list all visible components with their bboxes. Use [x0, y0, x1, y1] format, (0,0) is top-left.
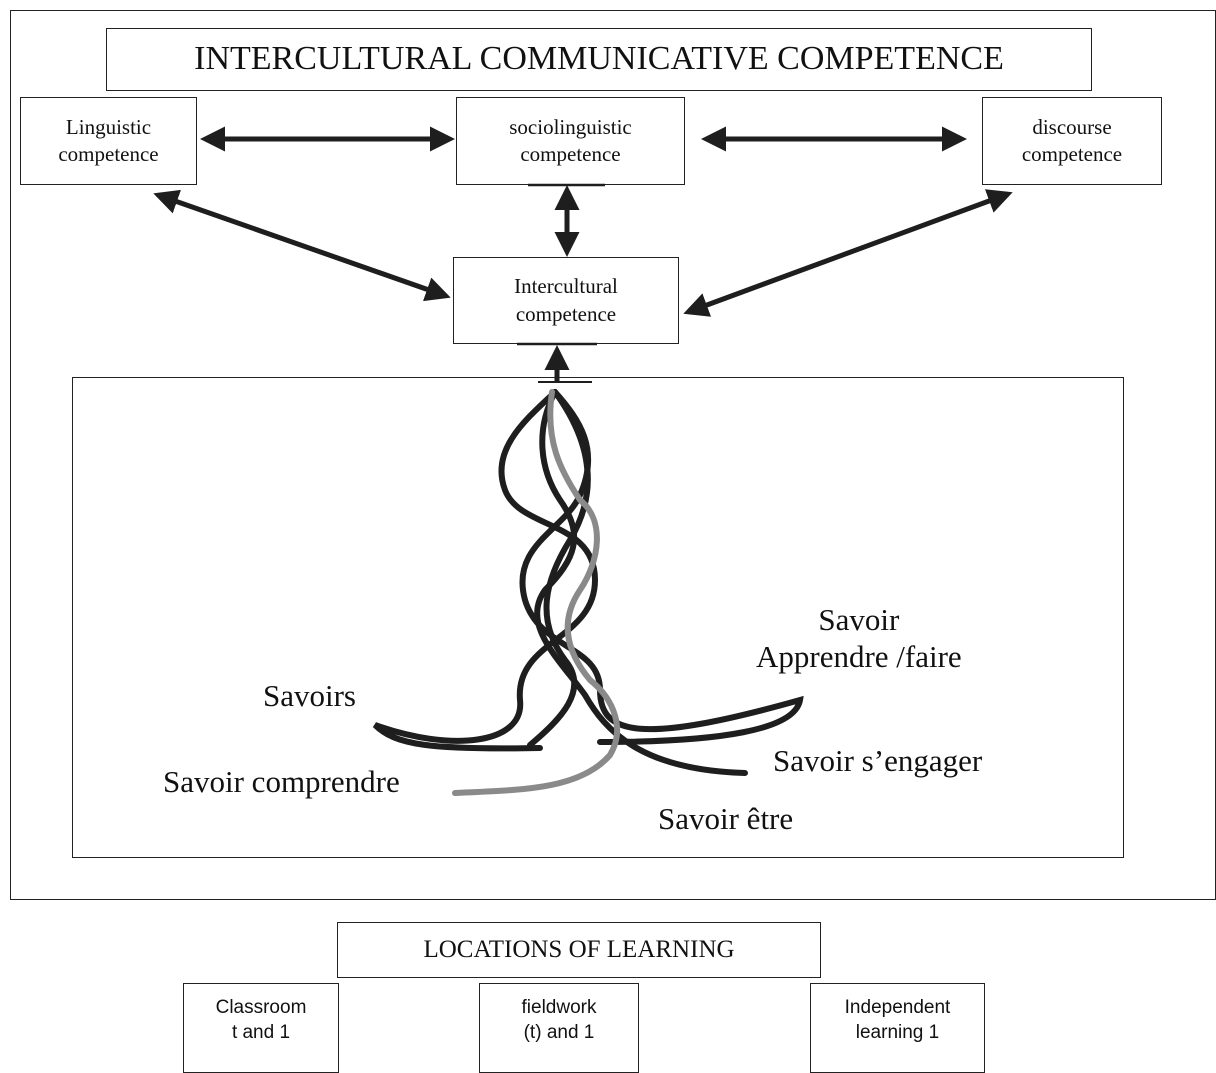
label-savoir-apprendre-faire: Savoir Apprendre /faire [756, 602, 962, 675]
label-savoir-s-engager: Savoir s’engager [773, 743, 983, 778]
strand-savoirs [372, 389, 599, 752]
strand-etre [527, 389, 591, 748]
intercultural-competence-box: Intercultural competence [453, 257, 679, 344]
savoirs-frame [72, 377, 1124, 858]
label-savoir-comprendre: Savoir comprendre [163, 764, 400, 799]
linguistic-competence-box: Linguistic competence [20, 97, 197, 185]
strand-engager [534, 389, 748, 776]
arrow-linguistic-intercultural [153, 189, 451, 302]
strand-comprendre [452, 389, 621, 796]
locations-title-box: LOCATIONS OF LEARNING [337, 922, 821, 978]
discourse-competence-box: discourse competence [982, 97, 1162, 185]
location-fieldwork-box: fieldwork (t) and 1 [479, 983, 639, 1073]
label-savoir-etre: Savoir être [658, 801, 794, 836]
arrow-discourse-intercultural [683, 189, 1013, 317]
location-classroom-box: Classroom t and 1 [183, 983, 339, 1073]
diagram-title: INTERCULTURAL COMMUNICATIVE COMPETENCE [106, 28, 1092, 91]
location-independent-box: Independent learning 1 [810, 983, 985, 1073]
label-savoirs: Savoirs [263, 678, 356, 713]
